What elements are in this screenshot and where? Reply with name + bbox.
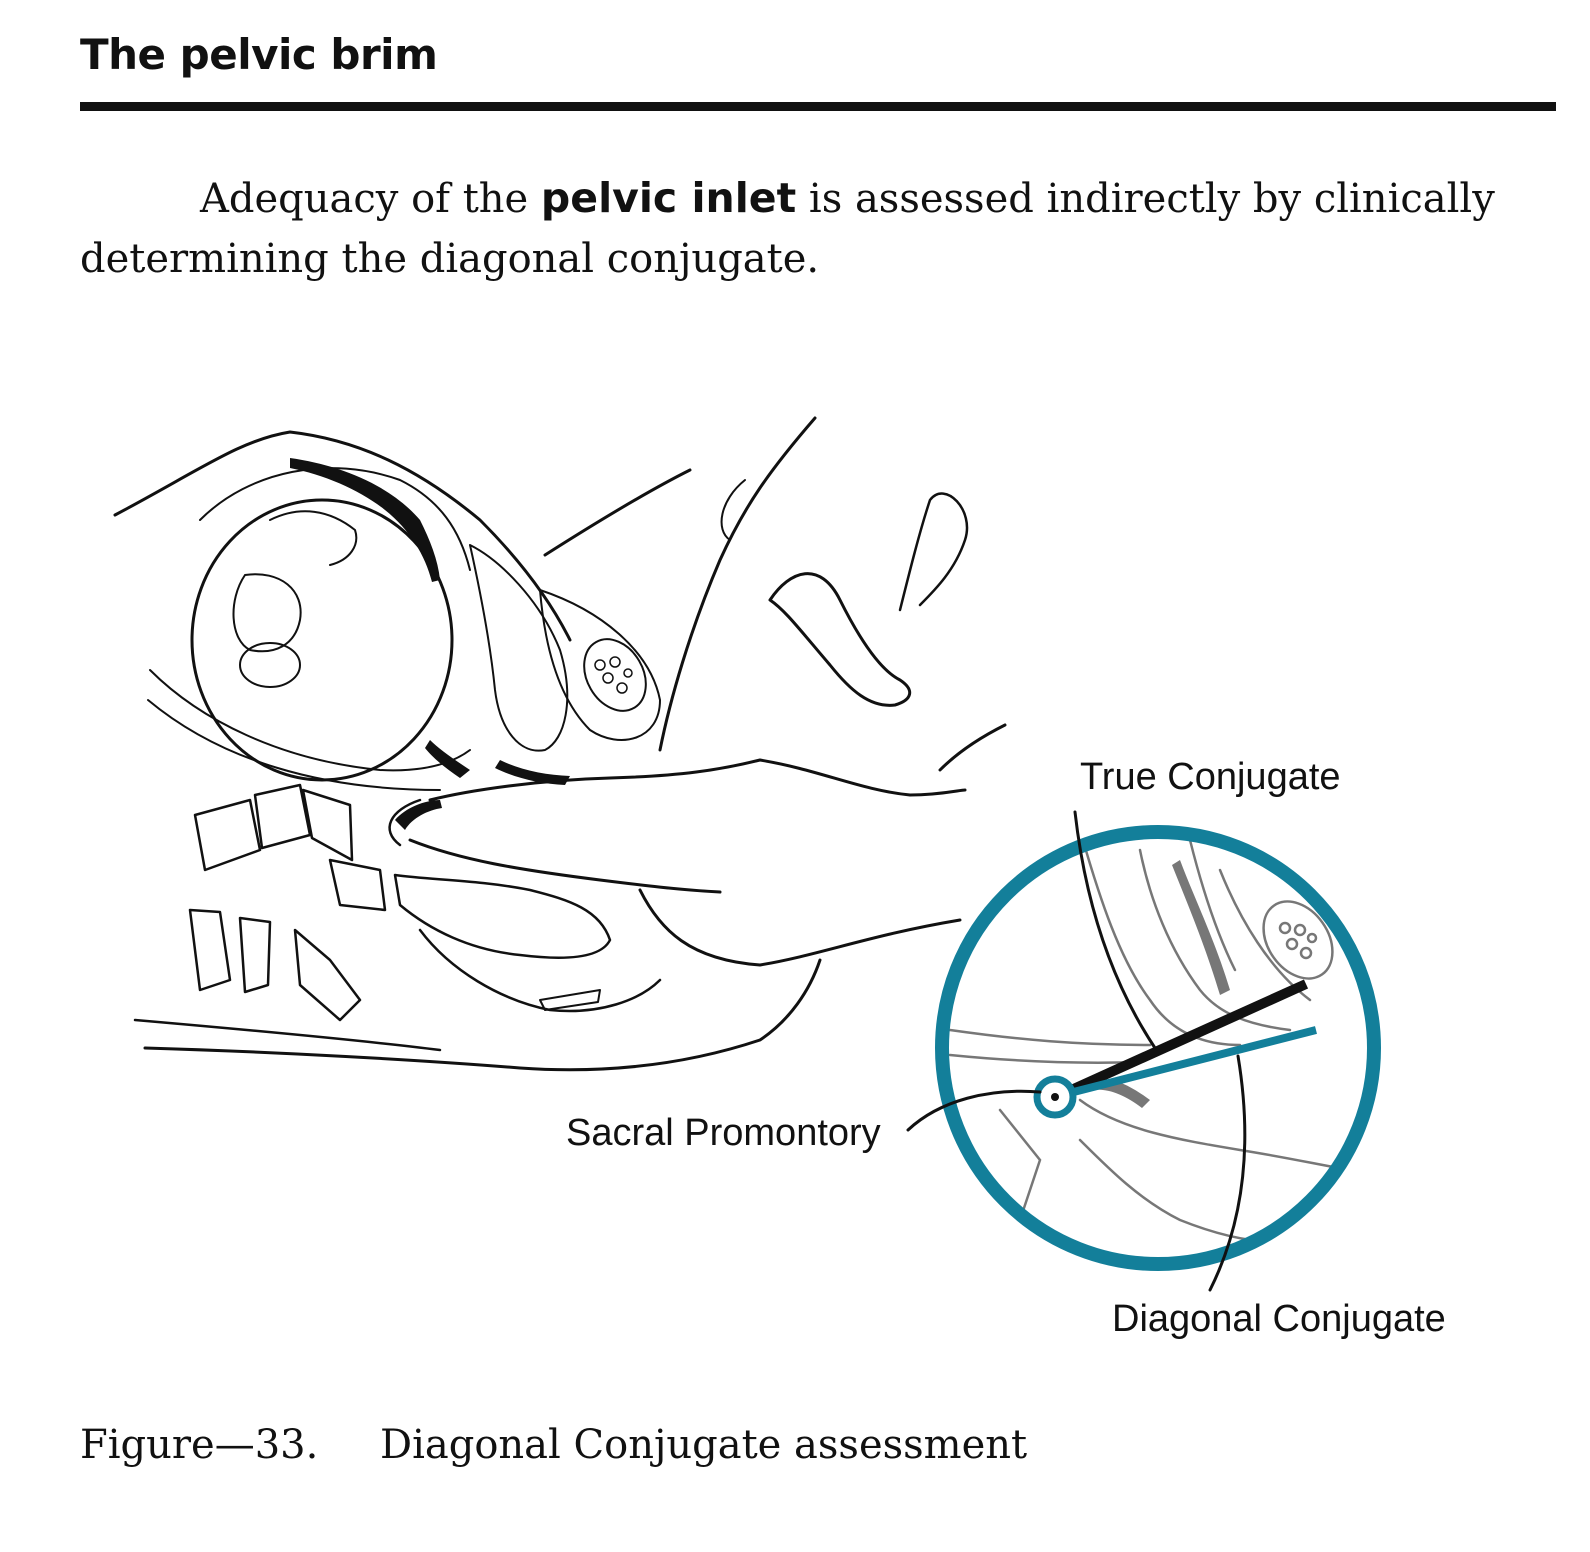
sacral-promontory-leader: [906, 1089, 1042, 1132]
caption-number: Figure—33.: [80, 1422, 319, 1468]
callout-leaders: [906, 810, 1247, 1292]
paragraph-bold-term: pelvic inlet: [540, 174, 797, 222]
diagonal-conjugate-label: Diagonal Conjugate: [1112, 1298, 1446, 1340]
true-conjugate-line: [1055, 979, 1309, 1101]
pelvis-dark-fills: [290, 458, 570, 830]
pelvic-illustration: [113, 416, 1381, 1292]
paragraph-rest: is assessed indirectly by clinically det…: [80, 176, 1495, 282]
diagonal-conjugate-leader: [1208, 1054, 1247, 1292]
inset-ring: [935, 825, 1381, 1271]
heading-rule: [80, 102, 1556, 111]
diagonal-conjugate-line: [1057, 1026, 1317, 1100]
intro-paragraph: Adequacy of the pelvic inlet is assessed…: [80, 168, 1560, 289]
caption-text: Diagonal Conjugate assessment: [380, 1422, 1028, 1468]
true-conjugate-leader: [1073, 810, 1157, 1050]
figure-caption: Figure—33. Diagonal Conjugate assessment: [80, 1422, 1027, 1468]
magnified-inset: [935, 825, 1381, 1271]
section-heading: The pelvic brim: [80, 30, 438, 79]
sacral-promontory-label: Sacral Promontory: [566, 1112, 881, 1154]
paragraph-lead: Adequacy of the: [200, 176, 541, 222]
true-conjugate-label: True Conjugate: [1080, 756, 1341, 798]
pelvis-line-art: [113, 416, 1007, 1072]
